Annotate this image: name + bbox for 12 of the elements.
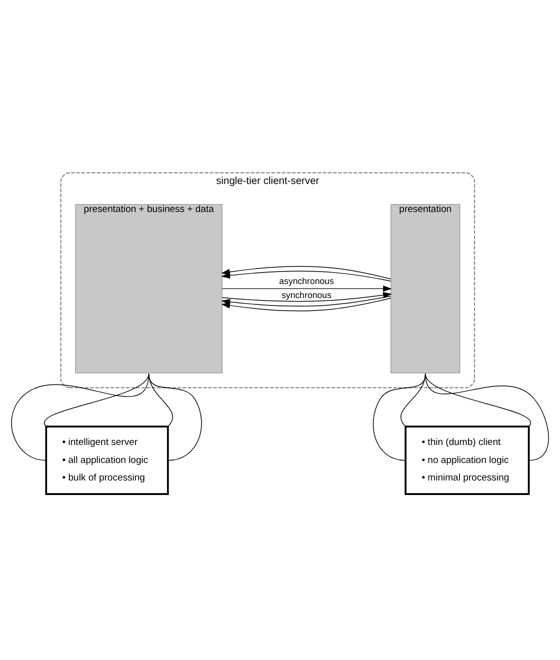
arrow (222, 285, 392, 292)
connector (11, 372, 150, 460)
node-box: presentation + business + data (75, 203, 223, 373)
arrow (222, 292, 392, 302)
edge-label: asynchronous (279, 275, 334, 286)
edge-label: synchronous (282, 289, 332, 300)
connector (148, 372, 173, 426)
node-box: • thin (dumb) client • no application logic • minimal processing (404, 425, 530, 494)
connector (425, 372, 549, 460)
node-box: • intelligent server • all application logic • bulk of processing (45, 425, 169, 494)
connector (148, 372, 202, 460)
node-box: presentation (390, 203, 460, 373)
